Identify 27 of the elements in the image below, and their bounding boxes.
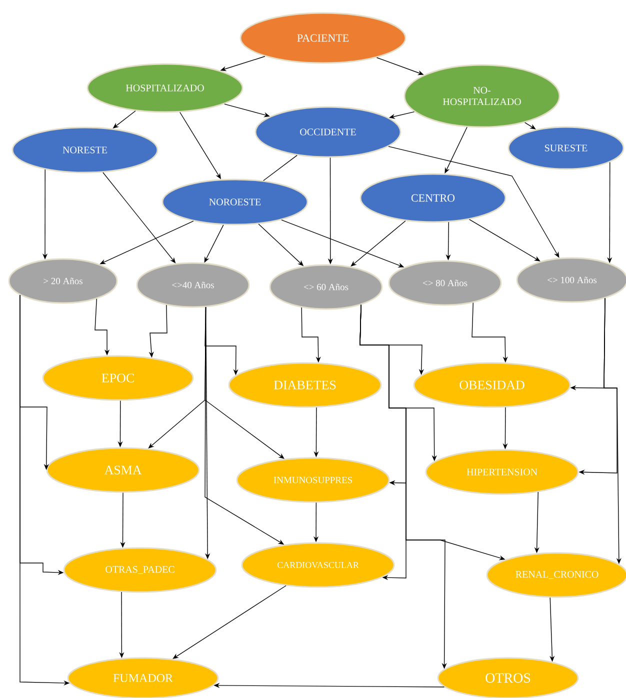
ellipse-node: NORESTE — [12, 126, 158, 174]
ellipse-node: DIABETES — [228, 362, 382, 408]
arrow — [524, 122, 536, 130]
ellipse-node: OTRAS_PADEC — [63, 547, 217, 593]
ellipse-node: <> 60 Años — [269, 264, 383, 310]
ellipse-node: OCCIDENTE — [254, 106, 402, 158]
ellipse-node: FUMADOR — [67, 657, 219, 698]
ellipse-node: > 20 Años — [8, 258, 118, 304]
ellipse-node: <>40 Años — [136, 262, 250, 308]
connector-line — [263, 154, 298, 181]
ellipse-node: EPOC — [42, 355, 194, 401]
ellipse-node: SURESTE — [508, 126, 624, 170]
ellipse-node: RENAL_CRONICO — [486, 552, 626, 598]
ellipse-node: NOROESTE — [162, 178, 308, 226]
ellipse-node: ASMA — [46, 447, 200, 493]
ellipse-node: OBESIDAD — [413, 362, 571, 408]
ellipse-node: PACIENTE — [240, 12, 406, 64]
ellipse-node: CENTRO — [360, 173, 506, 223]
arrow — [172, 585, 286, 659]
ellipse-node: OTROS — [437, 657, 579, 698]
ellipse-node: NO- HOSPITALIZADO — [404, 64, 560, 128]
ellipse-node: HIPERTENSION — [425, 449, 579, 495]
ellipse-node: INMUNOSUPPRES — [236, 457, 390, 503]
ellipse-node: <> 80 Años — [388, 260, 502, 306]
ellipse-node: <> 100 Años — [516, 257, 626, 303]
ellipse-node: HOSPITALIZADO — [86, 63, 244, 113]
ellipse-node: CARDIOVASCULAR — [241, 542, 395, 588]
